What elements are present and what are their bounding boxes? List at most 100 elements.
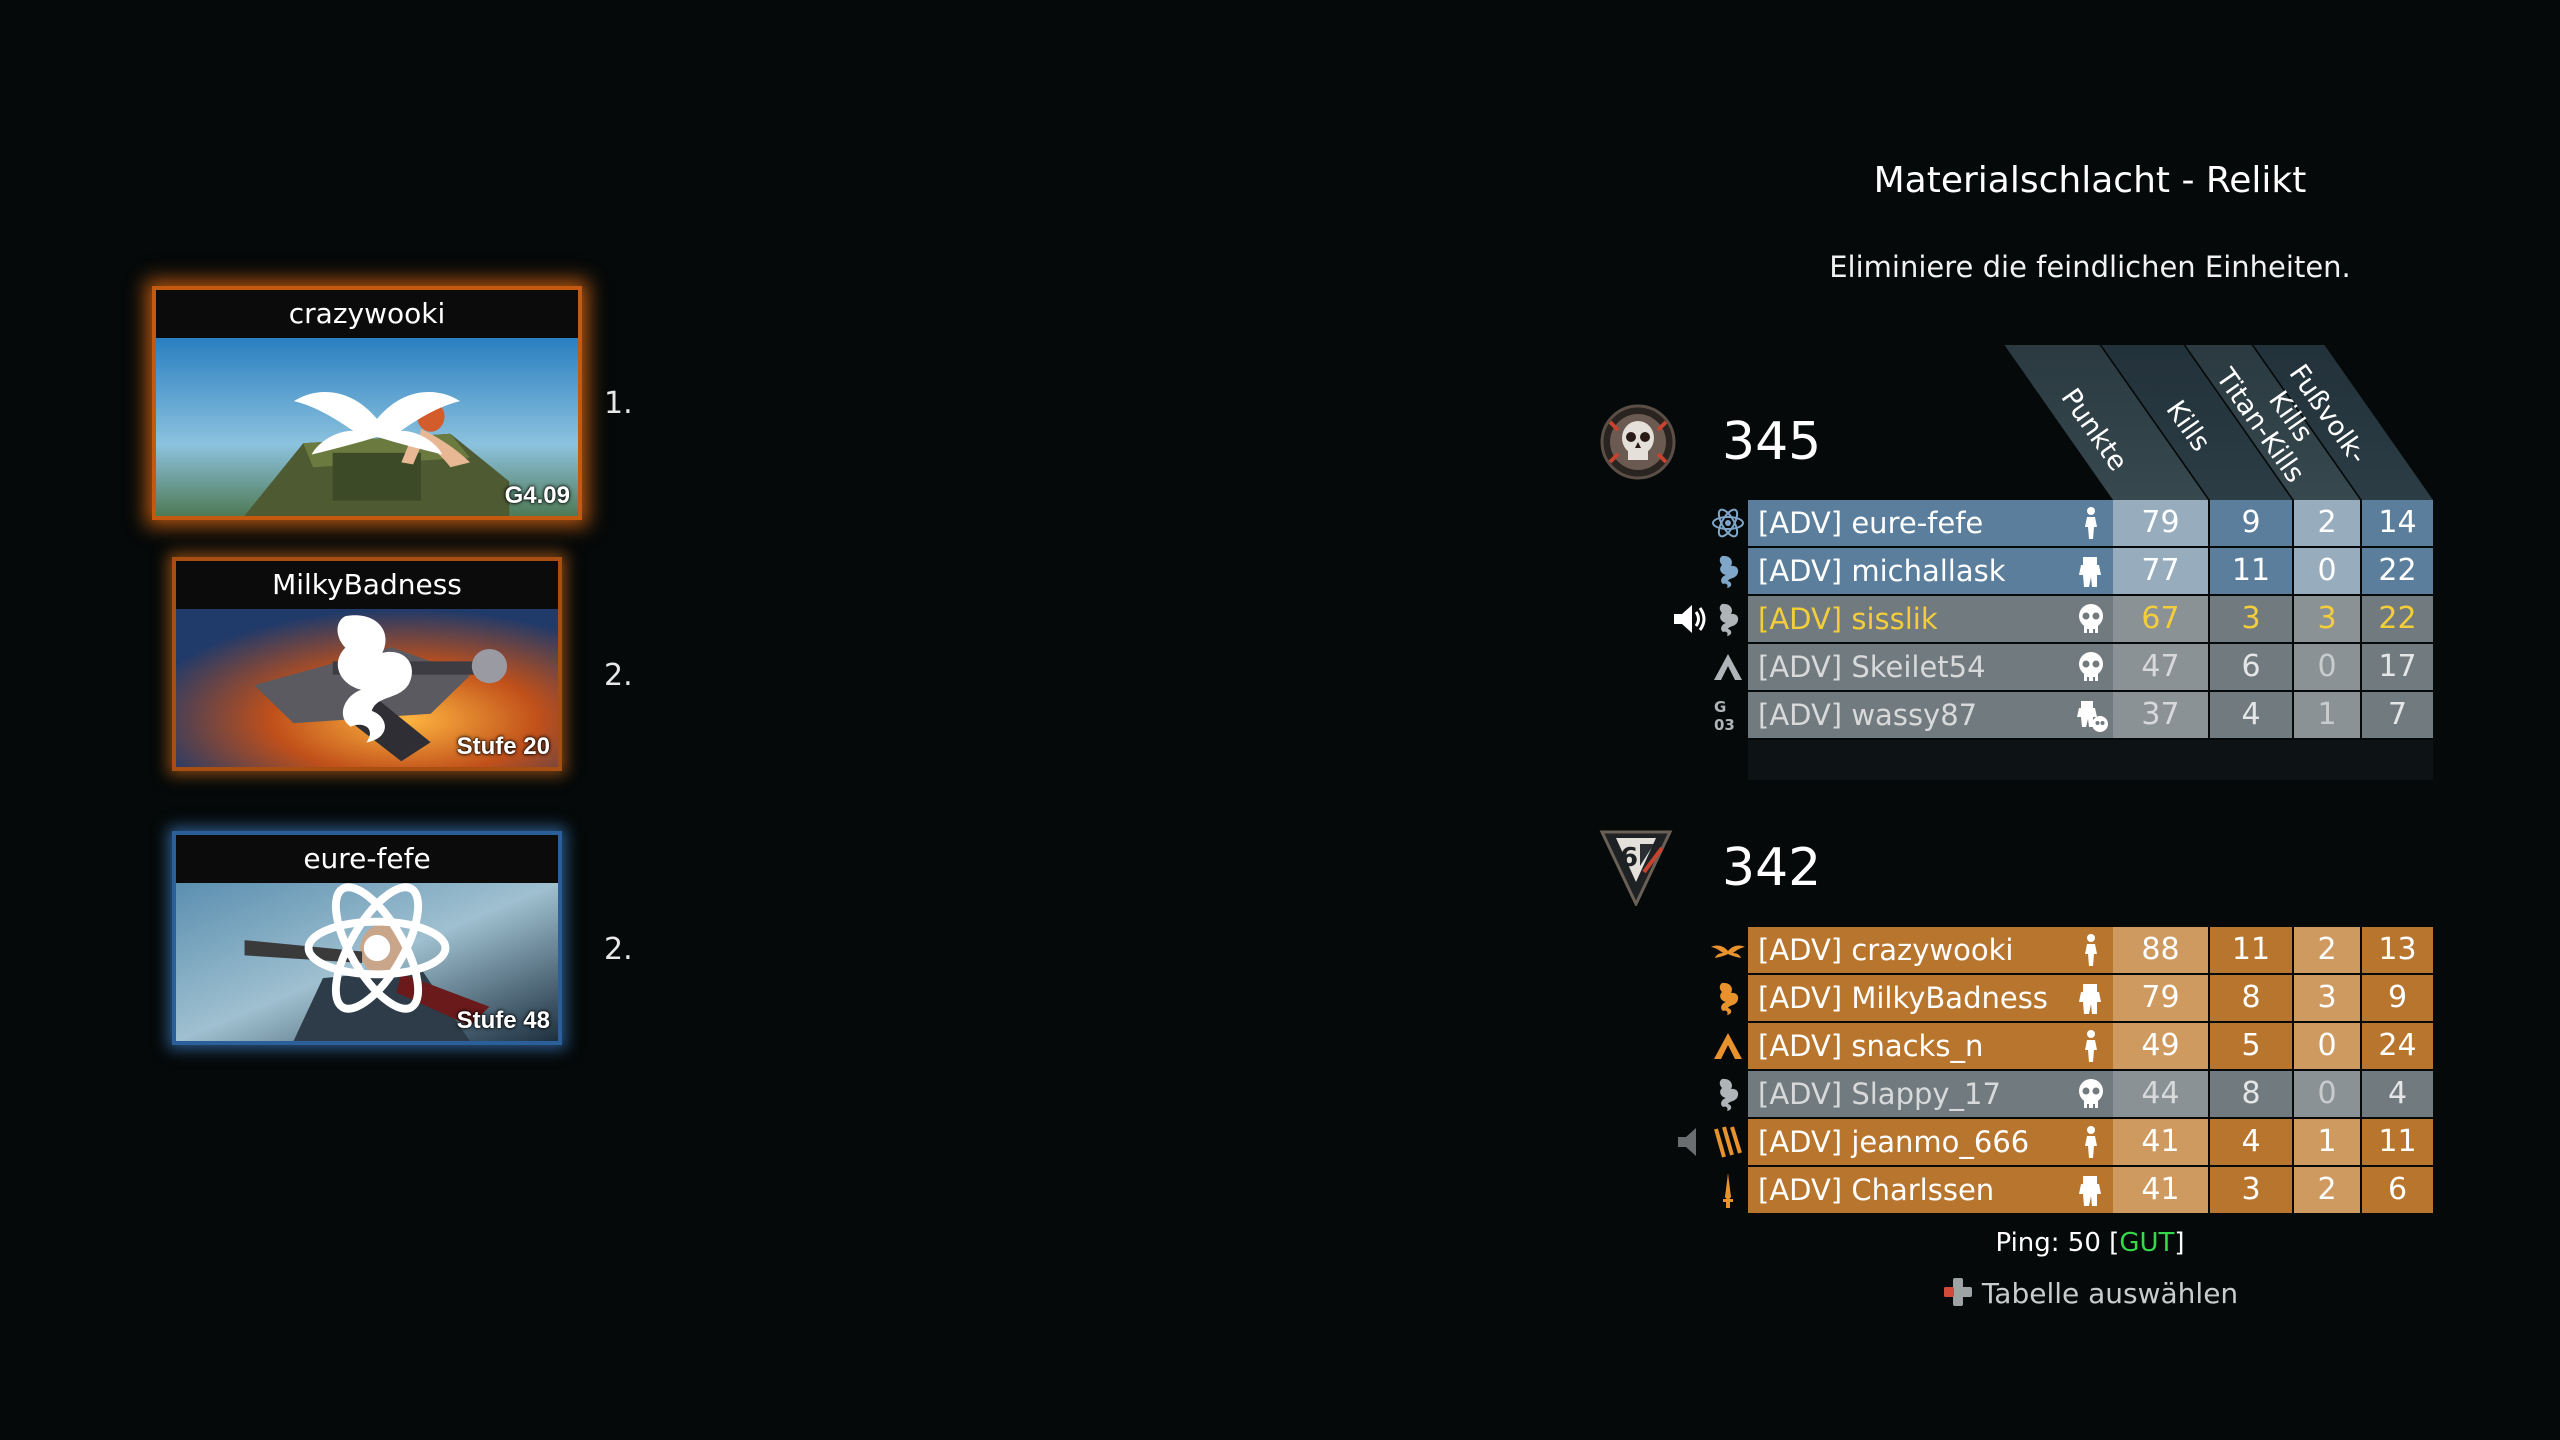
- gen-rank-icon: G03: [1714, 698, 1735, 734]
- player-name: [ADV] snacks_n: [1748, 1023, 2113, 1069]
- fussvolk-kills-cell: 14: [2362, 500, 2433, 546]
- fussvolk-kills-cell: 22: [2362, 596, 2433, 642]
- titan-status-icon: [2079, 557, 2101, 587]
- punkte-cell: 88: [2113, 927, 2208, 973]
- punkte-cell: 47: [2113, 644, 2208, 690]
- empty-slot-row: [1748, 740, 2433, 780]
- titan-status-icon: [2079, 984, 2101, 1014]
- titan-status-icon: [2079, 1176, 2101, 1206]
- kills-cell: 11: [2210, 927, 2292, 973]
- punkte-cell: 41: [2113, 1119, 2208, 1165]
- ping-quality: GUT: [2119, 1228, 2175, 1258]
- kills-cell: 6: [2210, 644, 2292, 690]
- kills-cell: 5: [2210, 1023, 2292, 1069]
- player-name: [ADV] Charlssen: [1748, 1167, 2113, 1213]
- dragon-emblem-icon: [337, 615, 412, 743]
- player-banner-image: Stufe 20: [176, 609, 558, 767]
- player-row[interactable]: [ADV] Charlssen 41 3 2 6: [1723, 1167, 2433, 1213]
- titan-dead-icon: [2077, 701, 2108, 732]
- player-name: [ADV] crazywooki: [1748, 927, 2113, 973]
- player-name: [ADV] Skeilet54: [1748, 644, 2113, 690]
- top-player-name: eure-fefe: [176, 835, 558, 883]
- fussvolk-kills-cell: 24: [2362, 1023, 2433, 1069]
- speaker-muted-icon: [1678, 1128, 1696, 1156]
- fussvolk-kills-cell: 13: [2362, 927, 2433, 973]
- player-banner-image: G4.09: [156, 338, 578, 516]
- ping-label: Ping: 50 [: [1995, 1228, 2120, 1258]
- select-table-hint[interactable]: Tabelle auswählen: [1790, 1276, 2390, 1310]
- player-name: [ADV] MilkyBadness: [1748, 975, 2113, 1021]
- player-row[interactable]: [ADV] Slappy_17 44 8 0 4: [1719, 1071, 2433, 1117]
- punkte-cell: 77: [2113, 548, 2208, 594]
- top-player-name: MilkyBadness: [176, 561, 558, 609]
- player-row[interactable]: [ADV] eure-fefe 79 9 2 14: [1712, 500, 2433, 546]
- kills-cell: 8: [2210, 1071, 2292, 1117]
- svg-text:6: 6: [1620, 843, 1638, 873]
- rank-label: 1.: [604, 386, 633, 421]
- game-mode-title: Materialschlacht - Relikt: [1873, 160, 2307, 201]
- player-row[interactable]: [ADV] crazywooki 88 11 2 13: [1711, 927, 2433, 973]
- kills-cell: 3: [2210, 1167, 2292, 1213]
- rank-label: 2.: [604, 932, 633, 967]
- blade-rank-icon: [1723, 1173, 1733, 1208]
- top-player-name: crazywooki: [156, 290, 578, 338]
- top-player-card-3: eure-fefe Stufe 48: [172, 831, 562, 1045]
- atom-emblem-icon: [304, 883, 450, 1013]
- punkte-cell: 44: [2113, 1071, 2208, 1117]
- rank-label: 2.: [604, 658, 633, 693]
- ping-close: ]: [2174, 1228, 2185, 1258]
- player-row-self[interactable]: [ADV] sisslik 67 3 3 22: [1674, 596, 2433, 642]
- fussvolk-kills-cell: 7: [2362, 692, 2433, 738]
- dead-skull-icon: [2079, 604, 2103, 633]
- kills-cell: 4: [2210, 692, 2292, 738]
- kills-cell: 11: [2210, 548, 2292, 594]
- atom-rank-icon: [1712, 508, 1744, 538]
- player-name: [ADV] michallask: [1748, 548, 2113, 594]
- titan-kills-cell: 2: [2294, 1167, 2360, 1213]
- player-row[interactable]: [ADV] MilkyBadness 79 8 3 9: [1719, 975, 2433, 1021]
- player-level: G4.09: [504, 482, 570, 509]
- fussvolk-kills-cell: 9: [2362, 975, 2433, 1021]
- pilot-status-icon: [2085, 934, 2097, 966]
- player-row[interactable]: [ADV] snacks_n 49 5 0 24: [1714, 1023, 2433, 1069]
- titan-kills-cell: 3: [2294, 596, 2360, 642]
- militia-faction-icon: 6: [1599, 830, 1673, 906]
- player-name: [ADV] wassy87: [1748, 692, 2113, 738]
- column-headers: Punkte Kills Titan-Kills Fußvolk-Kills: [1990, 345, 2433, 500]
- stripes-rank-icon: [1714, 1126, 1742, 1158]
- punkte-cell: 49: [2113, 1023, 2208, 1069]
- kills-cell: 9: [2210, 500, 2292, 546]
- dragon-rank-icon: [1719, 555, 1739, 588]
- svg-text:G: G: [1714, 698, 1726, 716]
- kills-cell: 3: [2210, 596, 2292, 642]
- player-name: [ADV] Slappy_17: [1748, 1071, 2113, 1117]
- titan-kills-cell: 2: [2294, 500, 2360, 546]
- ping-readout: Ping: 50 [GUT]: [1790, 1228, 2390, 1258]
- fussvolk-kills-cell: 6: [2362, 1167, 2433, 1213]
- punkte-cell: 67: [2113, 596, 2208, 642]
- objective-text: Eliminiere die feindlichen Einheiten.: [1829, 250, 2351, 284]
- titan-kills-cell: 0: [2294, 1071, 2360, 1117]
- player-name: [ADV] eure-fefe: [1748, 500, 2113, 546]
- player-row[interactable]: [ADV] Skeilet54 47 6 0 17: [1714, 644, 2433, 690]
- titan-kills-cell: 1: [2294, 1119, 2360, 1165]
- team-score: 345: [1722, 412, 1822, 472]
- player-row[interactable]: [ADV] jeanmo_666 41 4 1 11: [1678, 1119, 2433, 1165]
- dragon-rank-icon: [1719, 603, 1739, 636]
- titan-kills-cell: 0: [2294, 548, 2360, 594]
- fussvolk-kills-cell: 11: [2362, 1119, 2433, 1165]
- fussvolk-kills-cell: 4: [2362, 1071, 2433, 1117]
- fussvolk-kills-cell: 22: [2362, 548, 2433, 594]
- dead-skull-icon: [2079, 652, 2103, 681]
- player-level: Stufe 20: [456, 733, 550, 760]
- titan-kills-cell: 0: [2294, 1023, 2360, 1069]
- player-row[interactable]: [ADV] michallask 77 11 0 22: [1719, 548, 2433, 594]
- kills-cell: 4: [2210, 1119, 2292, 1165]
- punkte-cell: 79: [2113, 975, 2208, 1021]
- punkte-cell: 79: [2113, 500, 2208, 546]
- svg-text:03: 03: [1714, 716, 1735, 734]
- fussvolk-kills-cell: 17: [2362, 644, 2433, 690]
- titan-kills-cell: 1: [2294, 692, 2360, 738]
- dead-skull-icon: [2079, 1079, 2103, 1108]
